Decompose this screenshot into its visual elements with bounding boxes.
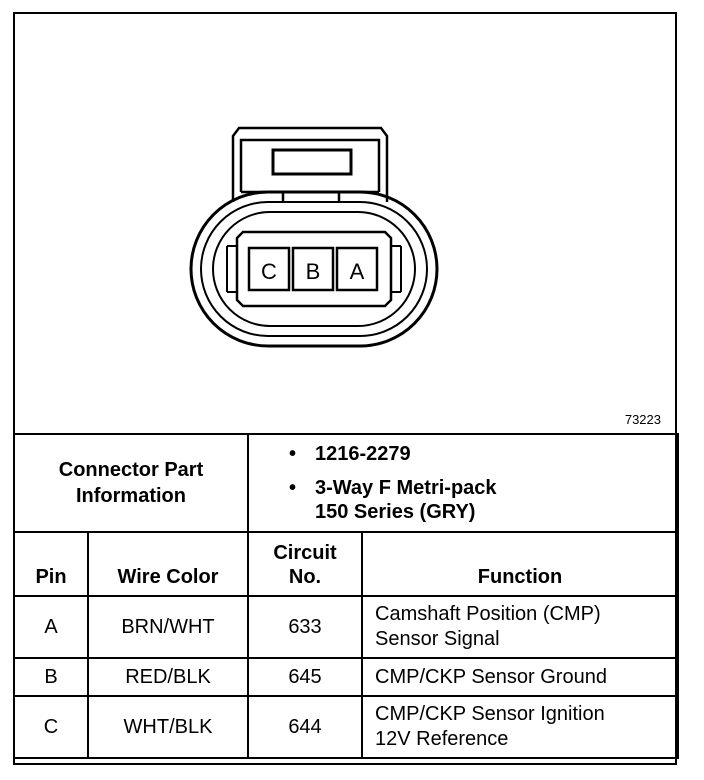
header-circuit-line2: No. — [288, 566, 322, 588]
part-info-details: • 1216-2279 • 3-Way F Metri-pack 150 Ser… — [247, 433, 679, 533]
function-cell: CMP/CKP Sensor Ground — [361, 657, 679, 697]
header-function: Function — [361, 531, 679, 597]
part-info-label-line2: Information — [76, 485, 186, 507]
connector-info-table: Connector Part Information • 1216-2279 •… — [13, 433, 679, 759]
pin-cavity-c: C — [247, 246, 291, 292]
figure-id: 73223 — [624, 412, 661, 427]
column-header-row: Pin Wire Color Circuit No. Function — [13, 531, 679, 597]
connector-type-item: • 3-Way F Metri-pack 150 Series (GRY) — [289, 476, 677, 524]
wire-color-cell: BRN/WHT — [87, 595, 249, 659]
table-row: B RED/BLK 645 CMP/CKP Sensor Ground — [13, 657, 679, 697]
pin-cell: C — [13, 695, 89, 759]
function-line1: CMP/CKP Sensor Ignition — [375, 703, 605, 725]
bullet-icon: • — [289, 477, 297, 499]
pin-cell: B — [13, 657, 89, 697]
pin-cell: A — [13, 595, 89, 659]
part-number-item: • 1216-2279 — [289, 442, 677, 466]
connector-type-line2: 150 Series (GRY) — [315, 501, 476, 523]
pin-label-b: B — [306, 259, 321, 284]
function-line1: Camshaft Position (CMP) — [375, 603, 601, 625]
bullet-icon: • — [289, 443, 297, 465]
part-info-label: Connector Part Information — [13, 433, 249, 533]
table-row: C WHT/BLK 644 CMP/CKP Sensor Ignition 12… — [13, 695, 679, 759]
connector-type-line1: 3-Way F Metri-pack — [315, 477, 497, 499]
header-pin: Pin — [13, 531, 89, 597]
wire-color-cell: WHT/BLK — [87, 695, 249, 759]
header-circuit-line1: Circuit — [273, 542, 337, 564]
header-wire-color: Wire Color — [87, 531, 249, 597]
circuit-cell: 645 — [247, 657, 363, 697]
function-line1: CMP/CKP Sensor Ground — [375, 665, 607, 688]
table-row: A BRN/WHT 633 Camshaft Position (CMP) Se… — [13, 595, 679, 659]
part-info-label-line1: Connector Part — [58, 459, 204, 481]
function-line2: 12V Reference — [375, 728, 509, 750]
connector-body — [189, 190, 439, 348]
circuit-cell: 644 — [247, 695, 363, 759]
diagram-frame: C B A 73223 — [13, 12, 677, 765]
function-line2: Sensor Signal — [375, 628, 500, 650]
pin-label-c: C — [261, 259, 277, 284]
header-circuit: Circuit No. — [247, 531, 363, 597]
wire-color-cell: RED/BLK — [87, 657, 249, 697]
connector-face-drawing: C B A — [189, 126, 439, 348]
function-cell: Camshaft Position (CMP) Sensor Signal — [361, 595, 679, 659]
connector-diagram: C B A 73223 — [15, 14, 675, 434]
part-info-row: Connector Part Information • 1216-2279 •… — [13, 433, 679, 533]
circuit-cell: 633 — [247, 595, 363, 659]
pin-cavity-a: A — [335, 246, 379, 292]
pin-cavity-b: B — [291, 246, 335, 292]
function-cell: CMP/CKP Sensor Ignition 12V Reference — [361, 695, 679, 759]
pin-label-a: A — [350, 259, 365, 284]
part-number: 1216-2279 — [315, 443, 411, 465]
